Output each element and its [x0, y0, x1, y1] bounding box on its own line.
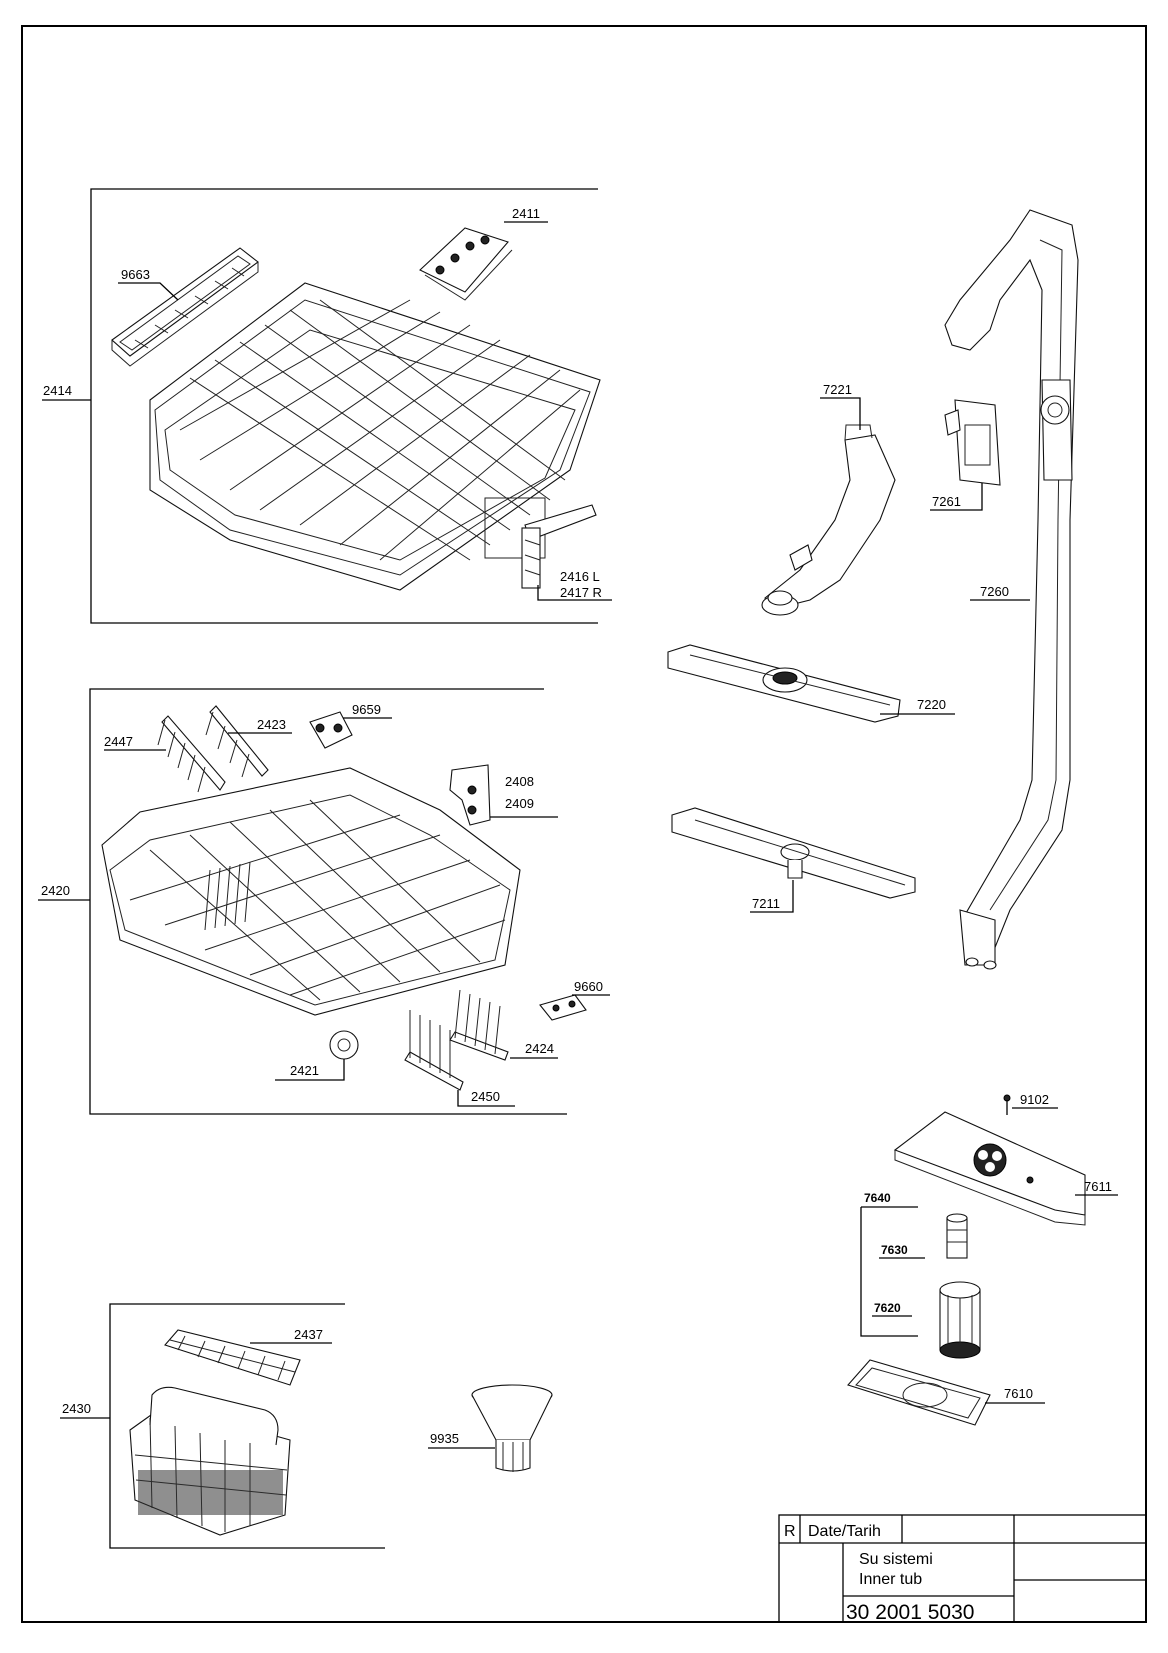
callout-2437: 2437 [294, 1327, 323, 1342]
part-2424-2450-tines [404, 989, 509, 1091]
callout-7610: 7610 [1004, 1386, 1033, 1401]
callout-7220: 7220 [917, 697, 946, 712]
part-9935-salt-funnel [471, 1384, 553, 1472]
part-7611-filter-plate [893, 1111, 1086, 1226]
part-2408-2409-holder [449, 764, 491, 826]
callout-7630: 7630 [881, 1243, 908, 1257]
callout-2416: 2416 L [560, 569, 600, 584]
drawing-frame [21, 25, 1147, 1623]
callout-7260: 7260 [980, 584, 1009, 599]
part-2430-cutlery-basket [129, 1386, 291, 1536]
cutlery-basket-bracket [109, 1303, 385, 1549]
title-name-tr: Su sistemi [859, 1551, 933, 1568]
part-9102-screw [1003, 1094, 1011, 1115]
title-block: R Date/Tarih Su sistemi Inner tub 30 200… [778, 1514, 1147, 1624]
cutlery-basket-group: 2437 2430 [60, 1303, 385, 1549]
part-2416-2417-rail [521, 504, 597, 589]
part-7211-lower-spray-arm [671, 807, 916, 899]
callout-7221: 7221 [823, 382, 852, 397]
callout-2420: 2420 [41, 883, 70, 898]
part-7620-coarse-filter [939, 1281, 981, 1359]
callout-9663: 9663 [121, 267, 150, 282]
callout-7261: 7261 [932, 494, 961, 509]
upper-basket-bracket [90, 188, 598, 624]
part-7261-bracket [944, 399, 1001, 486]
callout-2414: 2414 [43, 383, 72, 398]
part-7610-flat-filter [847, 1359, 991, 1426]
callout-2450: 2450 [471, 1089, 500, 1104]
callout-9660: 9660 [574, 979, 603, 994]
upper-basket-illustration [149, 282, 601, 591]
drawing-number: 30 2001 5030 [846, 1601, 974, 1624]
lower-basket-group: 2447 2423 9659 2408 2409 2420 9660 [38, 688, 610, 1115]
callout-7611: 7611 [1084, 1179, 1112, 1194]
callout-2430: 2430 [62, 1401, 91, 1416]
part-2447-2423-tines [157, 705, 269, 793]
callout-2408: 2408 [505, 774, 534, 789]
upper-basket-group: 2411 9663 2414 2416 L 2417 R [42, 188, 612, 624]
part-7220-upper-spray-arm [667, 644, 901, 723]
callout-2447: 2447 [104, 734, 133, 749]
filter-assembly-bracket [860, 1207, 918, 1337]
part-2437-basket-lid [164, 1329, 301, 1386]
callout-2417: 2417 R [560, 585, 602, 600]
callout-9102: 9102 [1020, 1092, 1049, 1107]
wash-system-group: 7221 7261 7260 7220 [667, 209, 1079, 970]
filter-group: 9102 7611 7640 7630 7620 [847, 1092, 1118, 1426]
part-7221-upper-arm-holder [761, 424, 896, 616]
part-7260-water-pipe [944, 209, 1079, 970]
callout-2424: 2424 [525, 1041, 554, 1056]
callout-2421: 2421 [290, 1063, 319, 1078]
part-2421-knob [329, 1030, 359, 1060]
callout-9935: 9935 [430, 1431, 459, 1446]
date-label: Date/Tarih [808, 1523, 881, 1540]
part-9660-clip [539, 994, 587, 1021]
callout-2411: 2411 [512, 206, 540, 221]
callout-7620: 7620 [874, 1301, 901, 1315]
revision-label: R [784, 1523, 796, 1540]
callout-7640: 7640 [864, 1191, 891, 1205]
part-9659-clip [309, 711, 353, 749]
lower-basket-bracket [89, 688, 567, 1115]
title-name-en: Inner tub [859, 1571, 922, 1588]
callout-2423: 2423 [257, 717, 286, 732]
part-7630-micro-filter [946, 1213, 968, 1259]
callout-2409: 2409 [505, 796, 534, 811]
callout-9659: 9659 [352, 702, 381, 717]
part-9663-cutlery-tray [111, 247, 259, 367]
callout-7211: 7211 [752, 896, 780, 911]
part-2411-clip [419, 227, 513, 301]
lower-basket-illustration [101, 767, 521, 1016]
